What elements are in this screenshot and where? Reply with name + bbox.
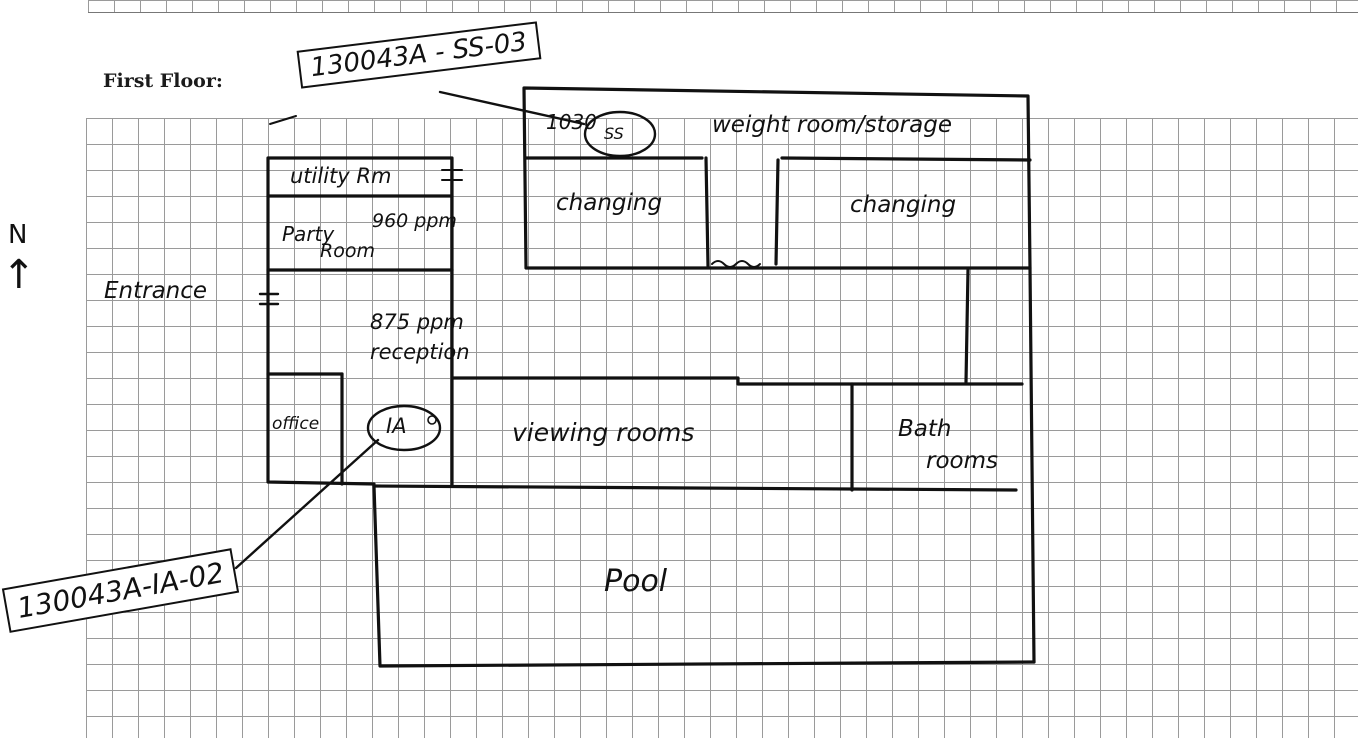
door-squiggle: [711, 260, 761, 268]
viewing-rooms-top: [450, 376, 1024, 386]
changing-divider-right: [774, 158, 780, 266]
utility-door-mark: [441, 169, 463, 181]
ss-leader-line: [438, 90, 586, 126]
graph-paper-grid: [86, 118, 1358, 738]
entrance-label: Entrance: [104, 278, 208, 304]
utility-room-label: utility Rm: [290, 164, 392, 188]
reception-label: reception: [370, 340, 470, 364]
viewing-rooms-label: viewing rooms: [512, 418, 695, 447]
changing-divider-left: [704, 156, 710, 268]
weight-room-code: 1030: [546, 110, 597, 134]
top-tag-connector: [269, 115, 297, 125]
changing-room-left-label: changing: [556, 190, 663, 216]
sample-ss-label: SS: [604, 124, 624, 143]
weight-room-divider: [524, 156, 1032, 162]
sample-ia-dot: [427, 415, 437, 425]
party-room-label-2: Room: [320, 240, 375, 262]
office-label: office: [272, 414, 320, 434]
bath-rooms-label: Bath: [898, 416, 952, 442]
sample-ia-label: IA: [386, 414, 407, 438]
reception-ppm: 875 ppm: [370, 310, 464, 334]
ia-leader-line: [234, 438, 380, 570]
east-corridor-wall: [964, 268, 970, 384]
weight-room-label: weight room/storage: [712, 112, 952, 138]
graph-paper-grid-top: [88, 0, 1358, 13]
east-outer-wall: [1028, 266, 1036, 664]
page-title: First Floor:: [103, 70, 223, 92]
north-label: N: [8, 220, 28, 250]
bath-rooms-label-2: rooms: [926, 448, 998, 474]
pool-label: Pool: [604, 564, 668, 599]
pool-outline: [372, 484, 1036, 668]
west-wing-outline: [266, 156, 454, 486]
party-room-label: Party: [282, 222, 335, 246]
north-wing-outline: [522, 86, 1032, 270]
north-arrow-icon: ↑: [2, 252, 36, 298]
entrance-marker: [258, 278, 280, 320]
sample-ss-circle: [583, 110, 657, 158]
party-room-ppm: 960 ppm: [372, 210, 457, 232]
changing-room-right-label: changing: [850, 192, 957, 218]
viewing-rooms-bottom: [372, 484, 1018, 492]
sample-ia-circle: [366, 404, 442, 452]
